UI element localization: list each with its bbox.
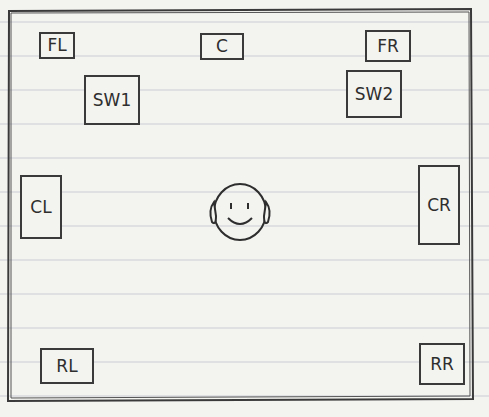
- speaker-box: RL: [40, 348, 94, 384]
- speaker-label: CR: [427, 197, 451, 214]
- speaker-label: C: [216, 38, 228, 55]
- speaker-label: RR: [430, 356, 454, 373]
- speaker-box: C: [200, 33, 244, 60]
- ruled-lines: [0, 22, 489, 396]
- speaker-label: SW1: [93, 92, 131, 109]
- room-outline: [8, 9, 473, 401]
- speaker-box: CL: [20, 175, 62, 239]
- speaker-box: RR: [419, 343, 465, 385]
- speaker-box: FL: [39, 32, 75, 59]
- speaker-box: SW1: [84, 75, 140, 125]
- speaker-box: SW2: [346, 70, 402, 118]
- listener-face: [210, 184, 269, 240]
- speaker-label: FR: [377, 38, 399, 55]
- speaker-box: FR: [365, 30, 411, 62]
- speaker-label: SW2: [355, 86, 393, 103]
- speaker-label: RL: [56, 358, 77, 375]
- speaker-box: CR: [418, 165, 460, 245]
- speaker-label: CL: [30, 199, 51, 216]
- speaker-label: FL: [47, 37, 66, 54]
- room-outline-inner: [11, 12, 470, 398]
